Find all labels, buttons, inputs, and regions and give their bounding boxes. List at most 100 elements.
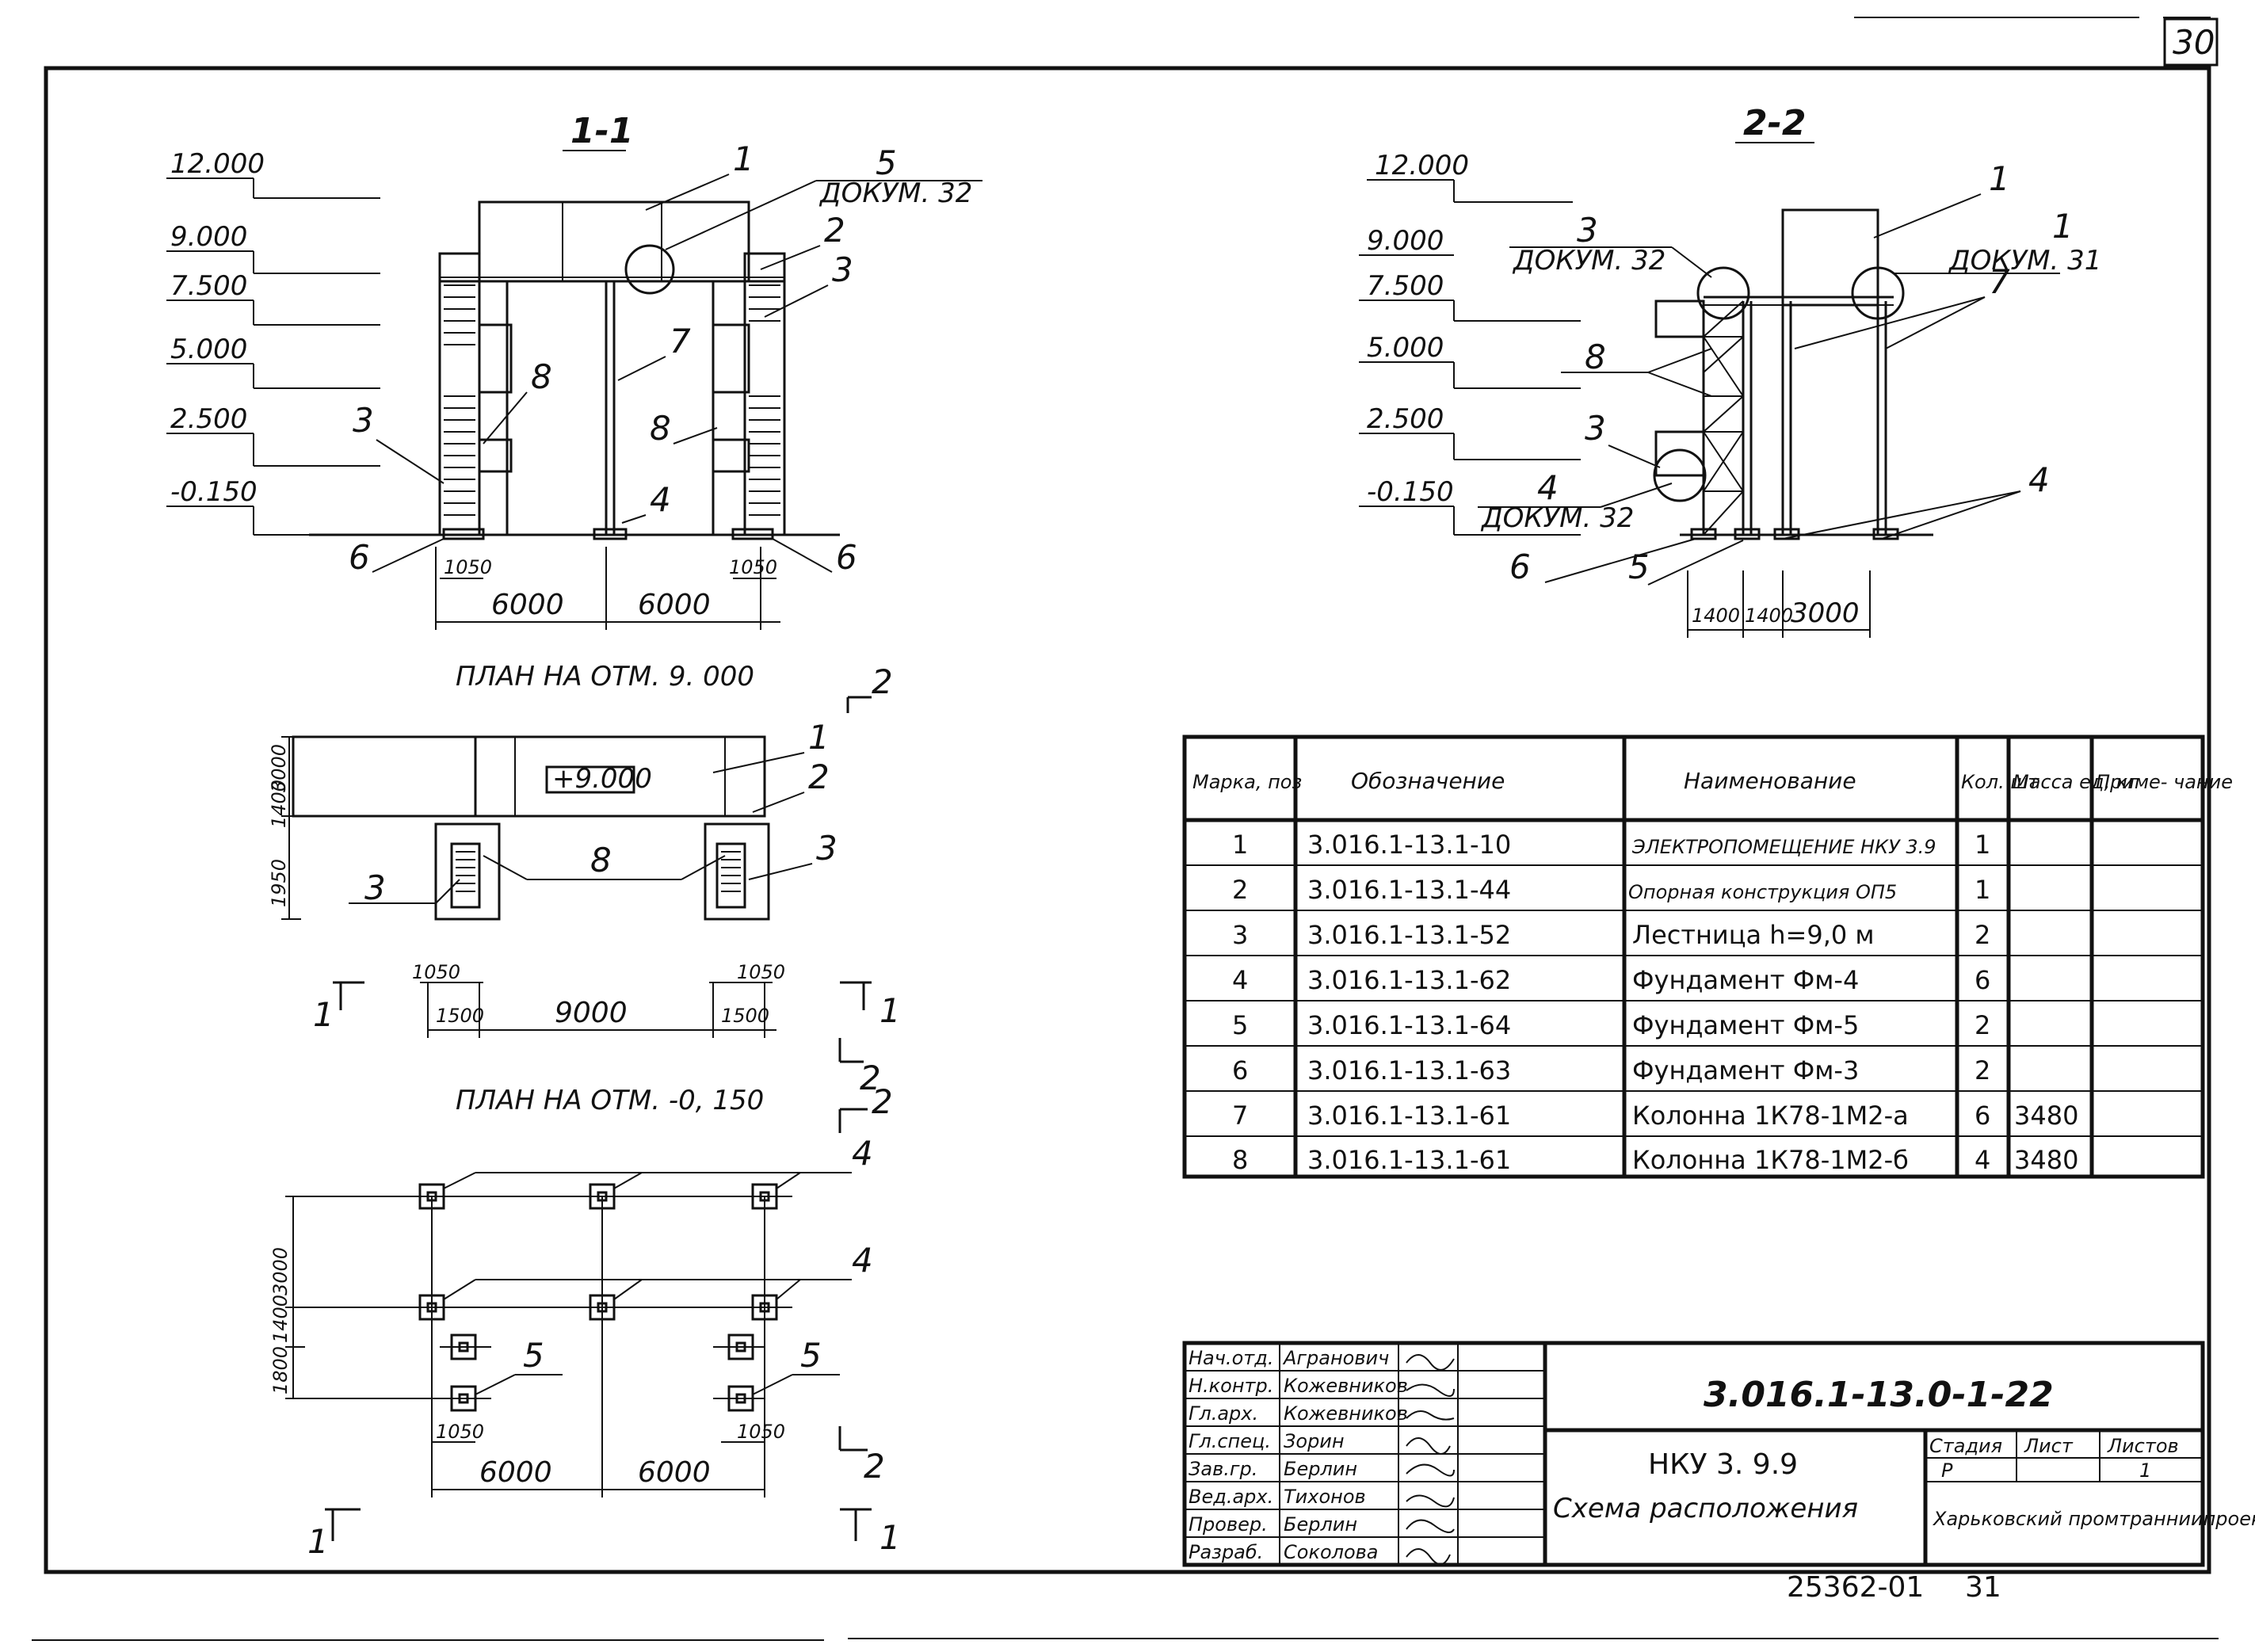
callout-label: 4 xyxy=(852,1134,873,1173)
table-cell: Колонна 1К78-1М2-б xyxy=(1632,1145,1909,1175)
table-row: 4 3.016.1-13.1-62 Фундамент Фм-4 6 xyxy=(1232,965,1990,995)
dimension-label: 6000 xyxy=(638,1456,711,1489)
table-cell: Лестница h=9,0 м xyxy=(1632,920,1875,950)
person-name: Агранович xyxy=(1282,1347,1389,1369)
cut-mark-label: 1 xyxy=(307,1522,329,1561)
table-cell: 6 xyxy=(1975,965,1990,995)
elevation-mark: +9.000 xyxy=(552,763,652,795)
dimension-label: 1500 xyxy=(436,1005,484,1027)
dimension-label: 6000 xyxy=(638,589,711,621)
reference-position: 4 xyxy=(1537,468,1559,507)
person-name: Тихонов xyxy=(1284,1486,1366,1508)
table-row: 2 3.016.1-13.1-44 Опорная конструкция ОП… xyxy=(1232,875,1990,905)
stage-header: Стадия xyxy=(1929,1435,2002,1457)
archive-stamp: 25362-01 31 xyxy=(1787,1571,2001,1604)
title-block-roles: Нач.отд. Н.контр. Гл.арх. Гл.спец. Зав.г… xyxy=(1189,1347,1273,1563)
spec-table-rows: 1 3.016.1-13.1-10 ЭЛЕКТРОПОМЕЩЕНИЕ НКУ 3… xyxy=(1232,830,2078,1175)
table-cell: 3.016.1-13.1-10 xyxy=(1307,830,1511,860)
callout-label: 8 xyxy=(531,357,552,396)
section-2-2: 2-2 12.000 9.000 7.500 5.000 2.500 -0.15… xyxy=(1359,103,2101,638)
callout-label: 6 xyxy=(349,538,370,577)
person-name: Соколова xyxy=(1284,1541,1379,1563)
person-name: Берлин xyxy=(1284,1513,1357,1536)
dimension-label: 1050 xyxy=(729,556,777,578)
table-cell: 2 xyxy=(1975,1055,1990,1085)
section-2-2-title: 2-2 xyxy=(1743,103,1807,143)
stage-value: Р xyxy=(1941,1459,1953,1482)
archive-number: 25362-01 xyxy=(1787,1571,1924,1604)
column-header: Приме- чание xyxy=(2096,771,2233,793)
callout-label: 6 xyxy=(1509,547,1531,586)
level-mark: 12.000 xyxy=(170,148,265,180)
plan-9000-title: ПЛАН НА ОТМ. 9. 000 xyxy=(456,661,754,692)
table-cell: 2 xyxy=(1975,920,1990,950)
table-cell: 3 xyxy=(1232,920,1248,950)
cut-mark-label: 1 xyxy=(879,1518,901,1557)
level-mark: 7.500 xyxy=(1367,270,1444,302)
table-row: 3 3.016.1-13.1-52 Лестница h=9,0 м 2 xyxy=(1232,920,1990,950)
table-cell: 7 xyxy=(1232,1101,1248,1131)
title-block-names: Агранович Кожевников Кожевников Зорин Бе… xyxy=(1282,1347,1408,1563)
table-cell: 1 xyxy=(1232,830,1248,860)
callout-label: 5 xyxy=(1628,547,1650,586)
section-1-1-dimensions: 1050 6000 6000 1050 xyxy=(435,547,780,630)
callout-label: 8 xyxy=(1585,338,1606,376)
dimension-label: 3000 xyxy=(269,1247,292,1295)
plan-9000-cut-marks: 2 1 1 2 xyxy=(313,662,901,1097)
cut-mark-label: 1 xyxy=(879,991,901,1030)
column-header: Кол. шт xyxy=(1961,771,2039,793)
callout-label: 4 xyxy=(852,1241,873,1280)
dimension-label: 1050 xyxy=(737,1421,785,1443)
callout-label: 7 xyxy=(670,322,691,361)
callout-label: 7 xyxy=(1989,262,2010,301)
table-row: 7 3.016.1-13.1-61 Колонна 1К78-1М2-а 6 3… xyxy=(1232,1101,2078,1131)
dimension-label: 1050 xyxy=(737,961,785,983)
table-cell: 1 xyxy=(1975,830,1990,860)
table-cell: 3.016.1-13.1-61 xyxy=(1307,1145,1511,1175)
plan-9000-dimensions: 1050 1500 9000 1050 1500 1950 1400 3000 xyxy=(268,736,785,1038)
dimension-label: 9000 xyxy=(555,997,628,1029)
role-label: Гл.арх. xyxy=(1189,1402,1258,1425)
spec-table-header: Марка, поз Обозначение Наименование Кол.… xyxy=(1192,768,2233,794)
table-cell: 4 xyxy=(1232,965,1248,995)
level-mark: 2.500 xyxy=(170,403,247,435)
callout-label: 2 xyxy=(808,757,830,796)
reference-position: 5 xyxy=(876,143,897,182)
cut-mark-label: 2 xyxy=(864,1447,885,1486)
plan-0150-foundations xyxy=(293,1183,778,1412)
sheets-value: 1 xyxy=(2139,1459,2151,1482)
table-cell: 3.016.1-13.1-62 xyxy=(1307,965,1511,995)
column-header: Наименование xyxy=(1684,768,1856,794)
column-header: Масса ед, кг xyxy=(2013,771,2138,793)
level-mark: 9.000 xyxy=(170,221,247,253)
section-2-2-dimensions: 1400 1400 3000 xyxy=(1687,570,1871,638)
table-cell: 2 xyxy=(1975,1010,1990,1040)
section-1-1-structure xyxy=(309,200,840,540)
person-name: Берлин xyxy=(1284,1458,1357,1480)
table-cell: 3.016.1-13.1-44 xyxy=(1307,875,1511,905)
sheet-frame: 30 xyxy=(32,17,2219,1641)
dimension-label: 1400 xyxy=(269,1295,292,1343)
callout-label: 6 xyxy=(836,538,857,577)
table-cell: 4 xyxy=(1975,1145,1990,1175)
reference-document: ДОКУМ. 32 xyxy=(1512,245,1665,277)
reference-document: ДОКУМ. 31 xyxy=(1948,245,2101,277)
spec-table: Марка, поз Обозначение Наименование Кол.… xyxy=(1182,734,2233,1179)
callout-label: 2 xyxy=(824,211,845,250)
callout-label: 3 xyxy=(816,829,838,868)
sheets-header: Листов xyxy=(2107,1435,2179,1457)
callout-label: 5 xyxy=(800,1336,822,1375)
role-label: Разраб. xyxy=(1189,1541,1263,1563)
dimension-label: 1050 xyxy=(412,961,460,983)
table-cell: 6 xyxy=(1975,1101,1990,1131)
table-cell: ЭЛЕКТРОПОМЕЩЕНИЕ НКУ 3.9 xyxy=(1631,836,1936,858)
document-code: 3.016.1-13.0-1-22 xyxy=(1704,1375,2054,1415)
plan-9000: ПЛАН НА ОТМ. 9. 000 +9.000 1 2 3 8 3 xyxy=(268,661,901,1097)
plan-0150-title: ПЛАН НА ОТМ. -0, 150 xyxy=(456,1085,764,1116)
callout-label: 8 xyxy=(590,841,612,879)
table-cell: 1 xyxy=(1975,875,1990,905)
table-cell: Фундамент Фм-3 xyxy=(1632,1055,1859,1085)
cut-mark-label: 2 xyxy=(860,1059,881,1097)
column-header: Марка, поз xyxy=(1192,771,1302,793)
sheet-header: Лист xyxy=(2024,1435,2074,1457)
